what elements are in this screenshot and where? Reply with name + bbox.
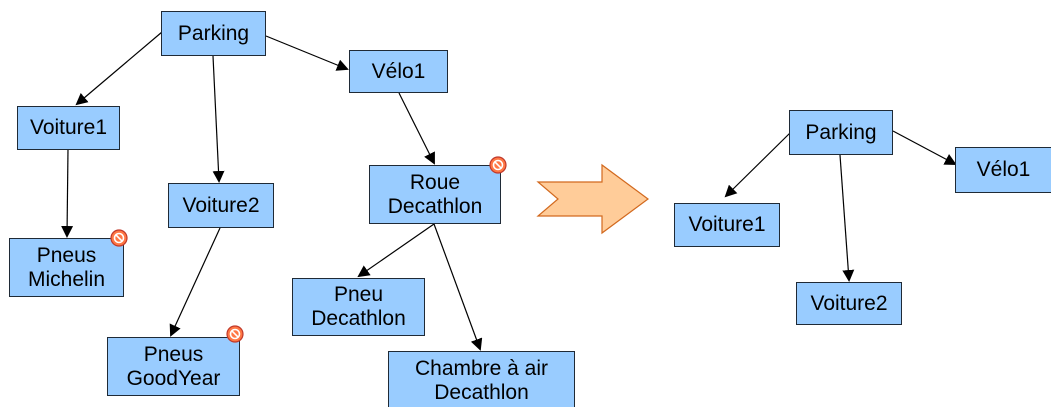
node-voiture1: Voiture1 — [17, 106, 120, 150]
no-entry-icon — [110, 229, 128, 247]
node-r-parking: Parking — [789, 110, 893, 155]
node-r-velo1: Vélo1 — [955, 147, 1051, 193]
node-roue-decathlon: Roue Decathlon — [369, 165, 501, 224]
no-entry-icon — [489, 156, 507, 174]
node-michelin-line1: Pneus — [36, 243, 97, 267]
edge-parking-voiture2 — [212, 55, 225, 183]
node-pneus-michelin: Pneus Michelin — [9, 238, 124, 297]
node-chambre-line2: Decathlon — [434, 381, 529, 404]
node-goodyear-line1: Pneus — [143, 342, 204, 366]
edge-voiture2-goodyear — [169, 227, 221, 337]
node-r-velo1-label: Vélo1 — [976, 158, 1031, 181]
node-voiture1-label: Voiture1 — [29, 116, 108, 139]
edge-r-parking-voiture1 — [724, 131, 792, 198]
node-r-voiture1: Voiture1 — [674, 203, 780, 247]
node-pneu-decathlon: Pneu Decathlon — [292, 278, 425, 336]
node-r-parking-label: Parking — [805, 120, 877, 144]
node-voiture2: Voiture2 — [168, 183, 274, 228]
node-r-voiture1-label: Voiture1 — [688, 213, 766, 236]
arrow-right-icon — [536, 163, 650, 235]
edge-roue-chambre — [433, 223, 483, 351]
node-roue-line1: Roue — [409, 170, 461, 194]
edge-parking-velo1 — [265, 35, 349, 71]
edge-r-parking-voiture2 — [839, 154, 855, 282]
node-pneu-line1: Pneu — [333, 283, 384, 306]
no-entry-icon — [226, 325, 244, 343]
node-roue-line2: Decathlon — [387, 194, 483, 218]
edge-roue-pneu — [357, 223, 435, 278]
edge-parking-voiture1 — [75, 31, 163, 106]
node-r-voiture2: Voiture2 — [796, 282, 902, 325]
node-michelin-line2: Michelin — [27, 267, 106, 291]
node-chambre-line1: Chambre à air — [414, 357, 549, 380]
node-pneu-line2: Decathlon — [311, 307, 406, 330]
node-chambre-decathlon: Chambre à air Decathlon — [388, 351, 575, 407]
node-pneus-goodyear: Pneus GoodYear — [107, 337, 240, 396]
node-goodyear-line2: GoodYear — [126, 366, 221, 390]
node-r-voiture2-label: Voiture2 — [810, 291, 888, 315]
node-velo1: Vélo1 — [349, 50, 448, 93]
node-voiture2-label: Voiture2 — [182, 193, 260, 217]
node-parking-label: Parking — [177, 21, 250, 45]
node-parking: Parking — [161, 11, 266, 56]
edge-voiture1-michelin — [61, 148, 74, 238]
node-velo1-label: Vélo1 — [371, 59, 426, 83]
edge-velo1-roue — [398, 92, 435, 165]
edge-r-parking-velo1 — [892, 130, 957, 165]
